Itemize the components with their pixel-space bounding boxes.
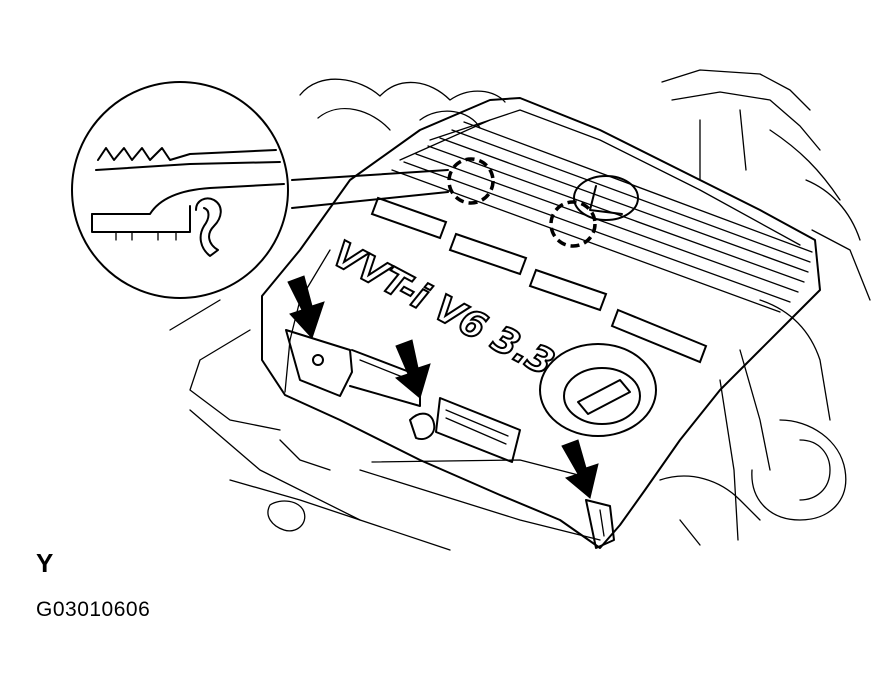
detail-circle: [71, 81, 289, 299]
view-label: Y: [36, 548, 54, 578]
clip-locations: [447, 157, 597, 248]
detail-magnifier: [71, 81, 449, 299]
clip-callout-circle: [549, 200, 597, 248]
cover-emblem: VVT-i V6 3.3: [326, 234, 561, 385]
clip-arrows: [287, 275, 599, 499]
engine-cover: VVT-i V6 3.3: [261, 97, 821, 549]
arrow-icon: [287, 275, 325, 339]
cover-front-edge: [285, 329, 615, 549]
clip-callout-circle: [447, 157, 495, 205]
oil-filler-cap: [539, 343, 657, 437]
cover-ribs: [391, 121, 813, 313]
arrow-icon: [394, 339, 431, 399]
lexus-logo-icon: [573, 175, 639, 221]
engine-bay-background: [169, 69, 871, 551]
figure-code: G03010606: [36, 598, 151, 621]
cover-slots: [370, 196, 708, 364]
arrow-icon: [561, 439, 599, 499]
